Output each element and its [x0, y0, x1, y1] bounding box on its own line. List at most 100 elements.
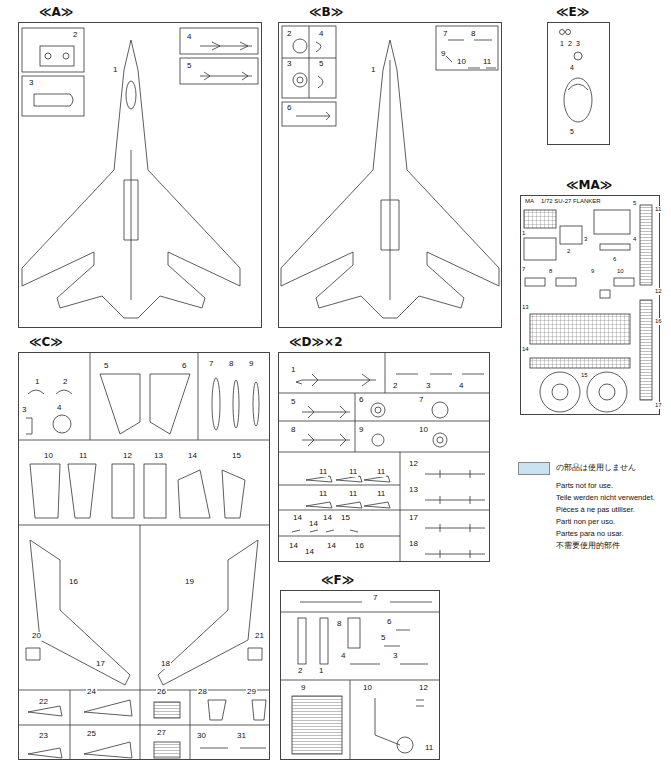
part-outline — [614, 278, 634, 286]
sprue-letter: ≪D≫×2 — [289, 335, 343, 349]
part-number: 13 — [521, 304, 530, 311]
part-number: 5 — [632, 200, 637, 207]
part-outline — [84, 700, 132, 758]
part-outline — [560, 30, 565, 35]
part-number: 12 — [408, 460, 419, 469]
part-number: 22 — [38, 698, 49, 707]
sprue-frame: ≪MA≫ — [520, 195, 660, 415]
part-number: 11 — [654, 206, 662, 213]
part-number: 16 — [354, 542, 365, 551]
part-number: 14 — [521, 346, 530, 353]
part-outline — [375, 407, 381, 413]
part-number: 6 — [181, 362, 187, 371]
sprue-frame: ≪B≫ — [278, 22, 502, 328]
part-outline — [320, 618, 328, 664]
sprue-frame: ≪A≫ — [18, 22, 262, 328]
legend-swatch — [518, 462, 550, 475]
part-number: 8 — [290, 426, 296, 435]
part-outline — [63, 53, 69, 59]
legend-note: 不需要使用的部件 — [555, 542, 621, 550]
part-outline — [22, 40, 240, 318]
part-number: 3 — [392, 652, 398, 661]
part-number: 17 — [95, 660, 106, 669]
part-number: 10 — [43, 452, 54, 461]
part-number: 7 — [372, 594, 378, 603]
part-number: 5 — [380, 634, 386, 643]
part-number: 18 — [160, 660, 171, 669]
part-number: 1 — [290, 366, 296, 375]
part-number: 3 — [575, 40, 581, 48]
part-number: 18 — [408, 540, 419, 549]
part-outline — [396, 374, 484, 375]
part-outline — [371, 403, 385, 417]
part-outline — [560, 226, 582, 244]
part-number: 4 — [186, 33, 192, 42]
part-number: 2 — [392, 382, 398, 391]
part-number: 15 — [231, 452, 242, 461]
part-outline — [144, 464, 166, 518]
part-outline — [30, 464, 60, 518]
part-outline — [281, 40, 499, 318]
part-number: 11 — [348, 490, 358, 499]
part-number: 1/72 SU-27 FLANKER — [540, 198, 602, 205]
part-outline — [433, 433, 447, 447]
part-outline — [599, 384, 615, 400]
part-outline — [200, 72, 252, 80]
part-number: 6 — [286, 104, 292, 113]
part-number: 14 — [308, 520, 319, 529]
part-outline — [26, 648, 262, 660]
part-outline — [200, 700, 266, 748]
sprue-letter: ≪F≫ — [321, 573, 354, 587]
legend-note: Teile werden nicht verwendet. — [555, 494, 656, 502]
part-outline — [280, 612, 440, 760]
part-number: 8 — [228, 360, 234, 369]
part-number: 1 — [34, 378, 40, 387]
part-outline — [34, 94, 73, 106]
part-number: 1 — [370, 66, 376, 75]
part-outline — [600, 244, 630, 250]
part-outline — [524, 238, 556, 260]
part-number: 20 — [31, 632, 42, 641]
part-number: 2 — [62, 378, 68, 387]
part-number: MA — [524, 198, 535, 205]
part-number: 28 — [197, 688, 208, 697]
sprue-letter: ≪MA≫ — [566, 178, 612, 192]
part-number: 5 — [103, 362, 109, 371]
part-outline — [292, 530, 358, 532]
part-number: 19 — [184, 578, 195, 587]
part-number: 23 — [38, 732, 49, 741]
part-outline — [530, 314, 630, 344]
part-outline — [566, 30, 571, 35]
part-outline — [112, 464, 134, 518]
part-number: 12 — [418, 684, 429, 693]
legend-note: Partes para no usar. — [555, 530, 625, 538]
part-number: 9 — [300, 684, 306, 693]
part-number: 5 — [290, 398, 296, 407]
part-number: 2 — [297, 667, 303, 676]
part-number: 11 — [376, 490, 386, 499]
part-outline — [18, 352, 270, 760]
part-outline — [158, 540, 258, 685]
part-number: 8 — [548, 268, 553, 275]
part-number: 10 — [456, 58, 467, 67]
part-number: 13 — [153, 452, 164, 461]
part-number: 1 — [112, 66, 118, 75]
part-number: 26 — [156, 688, 167, 697]
part-outline — [292, 696, 342, 754]
part-outline — [222, 470, 245, 518]
part-number: 12 — [122, 452, 133, 461]
part-outline — [45, 53, 51, 59]
part-number: 7 — [208, 360, 214, 369]
part-outline — [293, 73, 307, 87]
part-number: 5 — [569, 128, 575, 136]
part-number: 9 — [440, 50, 446, 59]
part-number: 3 — [28, 79, 34, 88]
part-outline — [200, 42, 252, 50]
part-outline — [178, 470, 210, 518]
part-number: 21 — [254, 632, 265, 641]
part-outline — [525, 278, 545, 286]
part-outline — [397, 737, 413, 753]
part-number: 12 — [654, 288, 663, 295]
part-outline — [437, 437, 443, 443]
